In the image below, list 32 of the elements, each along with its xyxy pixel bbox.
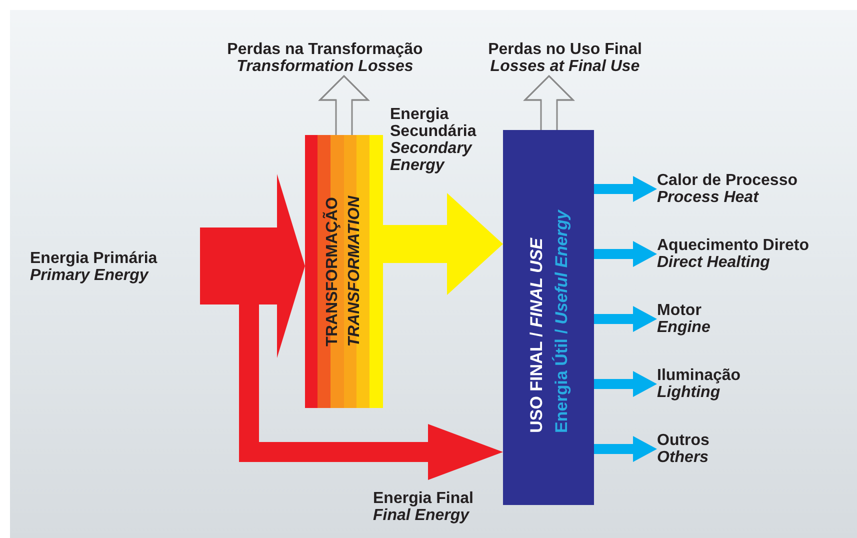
flow-arrow [594,241,657,267]
node-translation: Primary Energy [30,267,148,284]
box-label: TRANSFORMATION [347,196,363,347]
node-label: Outros [657,432,710,449]
node-translation: Losses at Final Use [490,58,640,75]
final-use-box [503,130,594,505]
node-label: Motor [657,302,702,319]
flow-arrow [383,193,503,295]
flow-label: Final Energy [373,507,470,524]
box-label: USO FINAL / FINAL USE [528,238,544,433]
box-label: Energia Útil / Useful Energy [552,210,570,433]
node-label: Perdas na Transformação [227,41,423,58]
node-label: Calor de Processo [657,172,798,189]
node-label: Energia Primária [30,250,158,267]
transformation-box [305,135,383,408]
flow-arrow [594,306,657,332]
node-translation: Direct Healting [657,254,770,271]
node-translation: Process Heat [657,189,758,206]
node-translation: Engine [657,319,710,336]
flow-label: Energia Secundária [390,106,478,140]
node-label: Aquecimento Direto [657,237,810,254]
flow-arrow [594,371,657,397]
node-translation: Transformation Losses [236,58,414,75]
flow-label: Energia Final [373,490,474,507]
node-label: Iluminação [657,367,741,384]
flow-arrow [594,436,657,462]
flow-label: Secondary Energy [390,140,474,174]
flow-arrow [594,176,657,202]
node-label: Perdas no Uso Final [488,41,642,58]
node-translation: Lighting [657,384,720,401]
node-translation: Others [657,449,709,466]
box-label: TRANSFORMAÇÃO [325,196,341,346]
